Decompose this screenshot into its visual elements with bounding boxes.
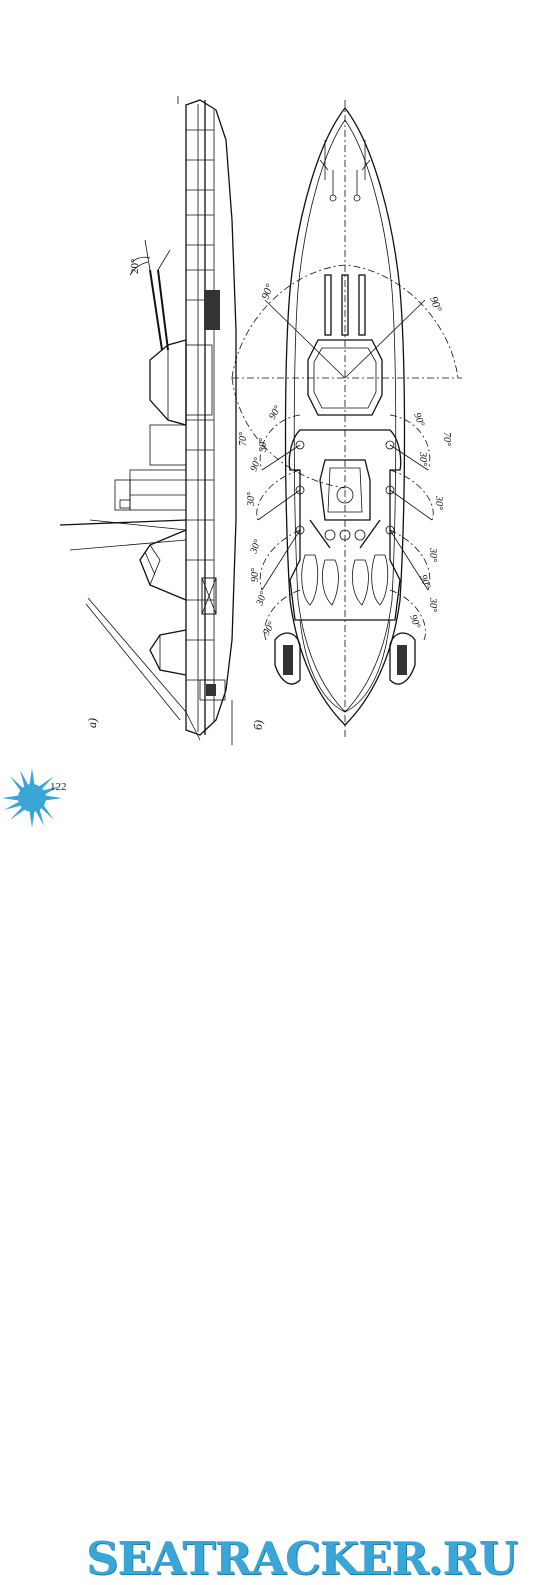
label-b: б) xyxy=(251,720,265,730)
label-a: а) xyxy=(85,718,99,728)
arc-left-90b: 90° xyxy=(248,456,263,473)
star-logo-icon xyxy=(2,768,62,828)
arc-right-70: 70° xyxy=(441,432,452,446)
watermark-text: SEATRACKER.RU xyxy=(86,1532,518,1585)
footer: SEATRACKER.RU xyxy=(0,760,540,1585)
arc-left-30b: 30° xyxy=(246,492,257,507)
arc-right-30b: 30° xyxy=(433,495,444,510)
page-number: 122 xyxy=(50,781,67,793)
arc-left-70: 70° xyxy=(238,432,249,446)
plan-view: 90° 90° 70° 70° 90° 30° 90° 30° 30° 90° … xyxy=(231,100,462,740)
side-angle-label: 20° xyxy=(129,259,141,274)
arc-right-90c: 90° xyxy=(407,613,422,630)
arc-left-90c: 90° xyxy=(250,568,261,582)
arc-main-left: 90° xyxy=(260,282,277,301)
arc-left-30d: 30° xyxy=(254,590,269,608)
arc-right-30c: 30° xyxy=(427,547,438,562)
arc-main-right: 90° xyxy=(427,295,444,314)
side-view: 20° а) xyxy=(59,96,237,745)
arc-right-90a: 90° xyxy=(411,411,426,428)
arc-right-30a: 30° xyxy=(417,451,428,466)
arc-left-90a: 90° xyxy=(267,404,284,422)
ship-drawing: 20° а) xyxy=(59,96,462,745)
arc-left-30a: 30° xyxy=(258,438,269,453)
arc-left-30c: 30° xyxy=(248,538,263,556)
arc-right-90b: 90° xyxy=(417,573,432,590)
arc-left-90d: 90° xyxy=(261,620,278,638)
arc-right-30d: 30° xyxy=(427,597,438,612)
